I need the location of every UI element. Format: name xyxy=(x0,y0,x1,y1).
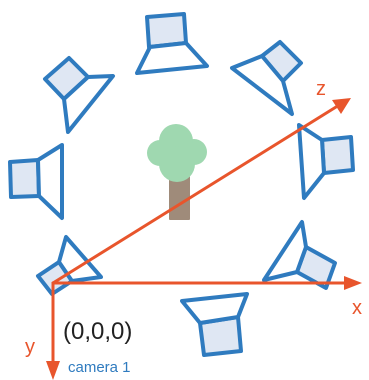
camera-lens-bottom-right xyxy=(262,220,308,282)
camera-icon-top xyxy=(135,12,209,75)
camera-icon-bottom xyxy=(180,292,249,357)
camera-icon-bottom-right xyxy=(262,220,337,290)
camera-icon-right xyxy=(297,123,355,200)
x-axis-arrowhead xyxy=(344,276,362,290)
camera-lens-top-right xyxy=(230,54,294,116)
camera-lens-top xyxy=(135,41,209,75)
camera-body-right xyxy=(320,135,355,175)
axis-arrow-icon xyxy=(46,98,362,380)
camera-label: camera 1 xyxy=(68,359,131,376)
camera-icon-top-left xyxy=(43,56,115,134)
y-axis-arrowhead xyxy=(46,361,60,380)
z-axis-line xyxy=(51,105,338,285)
z-axis-label: z xyxy=(316,78,326,100)
camera-icon-top-right xyxy=(230,40,303,116)
tree-canopy-bottom xyxy=(159,146,195,182)
camera-lens-top-left xyxy=(62,74,115,134)
camera-icon-left xyxy=(8,143,64,220)
camera-body-left xyxy=(8,158,41,199)
camera-lens-right xyxy=(297,123,326,200)
camera-lens-bottom xyxy=(180,292,249,325)
origin-label: (0,0,0) xyxy=(63,318,132,345)
x-axis-label: x xyxy=(352,297,362,319)
z-axis-arrowhead xyxy=(332,98,351,114)
y-axis-label: y xyxy=(25,336,35,358)
camera-icon-origin xyxy=(36,235,103,296)
camera-lens-left xyxy=(36,143,64,220)
